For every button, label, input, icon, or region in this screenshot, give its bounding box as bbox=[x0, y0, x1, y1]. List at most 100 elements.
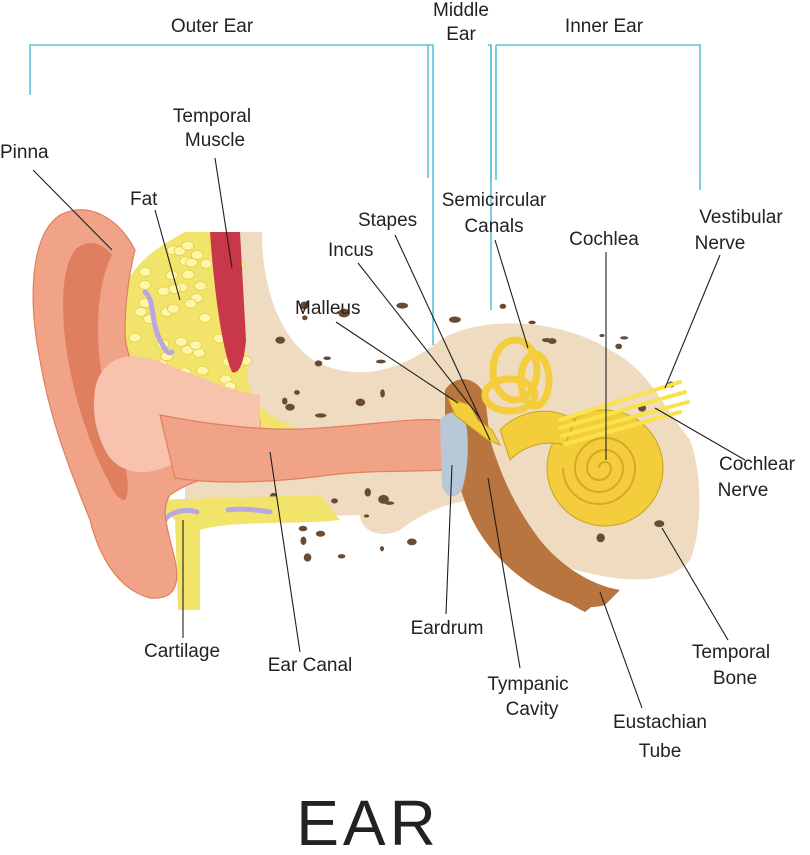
temporal-muscle-label-2: Muscle bbox=[185, 130, 245, 151]
vestibular-label-1: Vestibular bbox=[699, 207, 783, 228]
section-headers: Outer Ear Middle Ear Inner Ear bbox=[171, 0, 644, 45]
bone-pore bbox=[407, 538, 417, 546]
fat-cell bbox=[189, 340, 203, 351]
fat-cell bbox=[157, 286, 170, 297]
incus-label: Incus bbox=[328, 240, 373, 261]
eustachian-tube-leader bbox=[599, 591, 643, 709]
stapes-leader bbox=[394, 234, 491, 441]
fat-cell bbox=[168, 284, 182, 294]
fat-cell bbox=[138, 266, 152, 277]
ear-canal-leader bbox=[269, 451, 301, 653]
eardrum-label: Eardrum bbox=[411, 618, 484, 639]
bone-pore bbox=[378, 494, 389, 504]
eardrum-shape bbox=[440, 412, 468, 497]
bone-pore bbox=[300, 536, 307, 545]
bone-pore bbox=[615, 343, 623, 350]
cartilage-label: Cartilage bbox=[144, 641, 220, 662]
fat-cell bbox=[181, 269, 195, 280]
semicircular-label-2: Canals bbox=[464, 216, 523, 237]
bone-pore bbox=[300, 301, 309, 310]
bone-pore bbox=[315, 530, 326, 537]
temporal-muscle-label-1: Temporal bbox=[173, 106, 251, 127]
temporal-bone-label-1: Temporal bbox=[692, 642, 770, 663]
bone-pore bbox=[396, 302, 409, 309]
temporal-muscle-leader bbox=[214, 157, 233, 269]
bone-pore bbox=[285, 403, 295, 411]
bone-pore bbox=[620, 336, 629, 340]
incus-leader bbox=[357, 262, 481, 419]
nerve-bundle bbox=[558, 380, 690, 446]
eustachian-tube-label-2: Tube bbox=[639, 741, 682, 762]
fat-cell bbox=[181, 240, 195, 251]
eustachian-tube-label-1: Eustachian bbox=[613, 712, 707, 733]
bone-pore bbox=[275, 336, 286, 344]
fat-lower-shape bbox=[150, 495, 340, 610]
bone-pore bbox=[380, 389, 385, 398]
bone-pore bbox=[363, 514, 370, 518]
bone-pore bbox=[542, 338, 552, 343]
ear-canal-label: Ear Canal bbox=[268, 655, 353, 676]
temporal-bone-label-2: Bone bbox=[713, 668, 757, 689]
pinna-leader bbox=[32, 169, 113, 251]
bone-pore bbox=[331, 498, 338, 504]
bone-pore bbox=[314, 413, 327, 418]
tympanic-cavity-leader bbox=[487, 477, 521, 669]
fat-cell bbox=[166, 303, 180, 314]
bone-pore bbox=[337, 554, 346, 559]
bone-pore bbox=[364, 488, 372, 497]
eardrum-leader bbox=[445, 464, 453, 615]
eustachian-tube-shape bbox=[505, 535, 600, 612]
bone-pore bbox=[654, 520, 665, 528]
temporal-bone-shape bbox=[185, 232, 700, 580]
semicircular-label-1: Semicircular bbox=[442, 190, 547, 211]
middle-ear-heading-line2: Ear bbox=[446, 24, 476, 45]
bone-pore bbox=[323, 356, 331, 360]
bone-pore bbox=[528, 320, 536, 325]
middle-ear-bracket-left bbox=[428, 44, 434, 345]
pinna-label: Pinna bbox=[0, 142, 49, 163]
outer-ear-heading: Outer Ear bbox=[171, 16, 254, 37]
fat-cell bbox=[138, 280, 152, 290]
fat-cell bbox=[196, 365, 209, 376]
bone-pore bbox=[596, 533, 605, 543]
semicircular-canals-shape bbox=[481, 336, 553, 415]
fat-leader bbox=[154, 209, 181, 301]
bone-pore bbox=[379, 546, 385, 552]
middle-ear-heading-line1: Middle bbox=[433, 0, 489, 21]
bone-pore bbox=[375, 359, 386, 364]
stapes-label: Stapes bbox=[358, 210, 417, 231]
diagram-title: EAR bbox=[296, 787, 440, 850]
bone-pore bbox=[599, 334, 605, 338]
vestibular-label-2: Nerve bbox=[695, 233, 746, 254]
part-labels: Pinna Fat Temporal Muscle Stapes Semicir… bbox=[0, 106, 796, 762]
temporal-bone-leader bbox=[661, 527, 729, 641]
fat-cell bbox=[199, 258, 213, 269]
bone-pore bbox=[293, 390, 300, 395]
leader-lines bbox=[32, 157, 746, 709]
bone-pore bbox=[338, 308, 350, 318]
fat-cell bbox=[194, 281, 207, 291]
bone-pore bbox=[355, 398, 366, 407]
bone-pore bbox=[302, 315, 308, 321]
inner-ear-heading: Inner Ear bbox=[565, 16, 644, 37]
vestibular-nerve-leader bbox=[664, 254, 721, 389]
fat-label: Fat bbox=[130, 189, 158, 210]
section-brackets bbox=[29, 44, 701, 345]
fat-cell bbox=[184, 298, 197, 309]
cochlear-nerve-label-2: Nerve bbox=[718, 480, 769, 501]
fat-cell bbox=[198, 313, 212, 323]
inner-ear-bracket bbox=[495, 44, 701, 190]
outer-ear-bracket bbox=[29, 44, 429, 178]
fat-cell bbox=[134, 306, 148, 317]
fat-cell bbox=[174, 336, 188, 347]
cochlear-nerve-label-1: Cochlear bbox=[719, 454, 796, 475]
bone-pore bbox=[298, 525, 308, 532]
bone-pore bbox=[449, 316, 461, 323]
cochlea-label: Cochlea bbox=[569, 229, 639, 250]
tympanic-cavity-label-1: Tympanic bbox=[487, 674, 568, 695]
tympanic-cavity-label-2: Cavity bbox=[506, 699, 559, 720]
bone-pore bbox=[499, 303, 507, 309]
cochlear-nerve-leader bbox=[654, 407, 746, 461]
